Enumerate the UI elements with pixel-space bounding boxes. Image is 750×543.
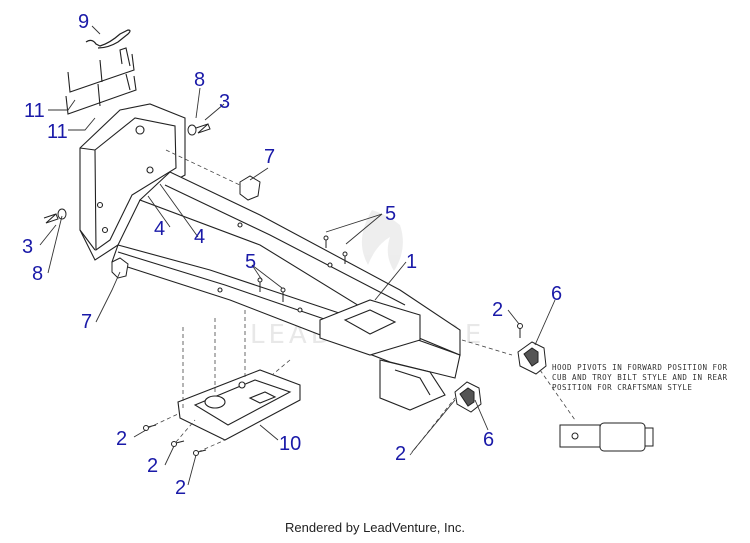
strap-parts bbox=[65, 47, 137, 115]
note-line-2: CUB AND TROY BILT STYLE AND IN REAR bbox=[552, 373, 728, 382]
callout-3: 3 bbox=[22, 236, 33, 258]
hood-pivot-parts bbox=[454, 341, 547, 413]
callout-9: 9 bbox=[78, 11, 89, 33]
pivot-handle-detail bbox=[559, 422, 654, 452]
skid-plate-part bbox=[177, 369, 301, 441]
callout-2: 2 bbox=[492, 299, 503, 321]
main-frame-part bbox=[79, 103, 461, 411]
screw-parts bbox=[143, 323, 523, 456]
callout-1: 1 bbox=[406, 251, 417, 273]
callout-8: 8 bbox=[194, 69, 205, 91]
hood-pivot-note: HOOD PIVOTS IN FORWARD POSITION FOR CUB … bbox=[552, 363, 728, 392]
callout-2: 2 bbox=[175, 477, 186, 499]
callout-3: 3 bbox=[219, 91, 230, 113]
callout-6: 6 bbox=[551, 283, 562, 305]
note-line-3: POSITION FOR CRAFTSMAN STYLE bbox=[552, 383, 692, 392]
callout-4: 4 bbox=[154, 218, 165, 240]
callout-2: 2 bbox=[147, 455, 158, 477]
callout-8: 8 bbox=[32, 263, 43, 285]
callout-4: 4 bbox=[194, 226, 205, 248]
callout-labels: 9 11 11 8 3 7 4 4 5 3 8 5 1 7 2 6 2 2 10… bbox=[22, 11, 562, 499]
footer-credit: Rendered by LeadVenture, Inc. bbox=[285, 520, 465, 535]
callout-10: 10 bbox=[279, 433, 301, 455]
callout-2: 2 bbox=[116, 428, 127, 450]
callout-2: 2 bbox=[395, 443, 406, 465]
callout-leaders bbox=[39, 25, 556, 486]
callout-11: 11 bbox=[47, 121, 68, 143]
hood-spring-part bbox=[85, 29, 131, 49]
assembly-leaders bbox=[147, 149, 576, 456]
pin-parts bbox=[257, 235, 348, 302]
callout-11: 11 bbox=[24, 100, 45, 122]
callout-7: 7 bbox=[264, 146, 275, 168]
bracket-parts bbox=[111, 175, 261, 279]
bolt-nut-parts bbox=[43, 123, 211, 224]
callout-7: 7 bbox=[81, 311, 92, 333]
callout-6: 6 bbox=[483, 429, 494, 451]
callout-5: 5 bbox=[245, 251, 256, 273]
note-line-1: HOOD PIVOTS IN FORWARD POSITION FOR bbox=[552, 363, 728, 372]
callout-5: 5 bbox=[385, 203, 396, 225]
